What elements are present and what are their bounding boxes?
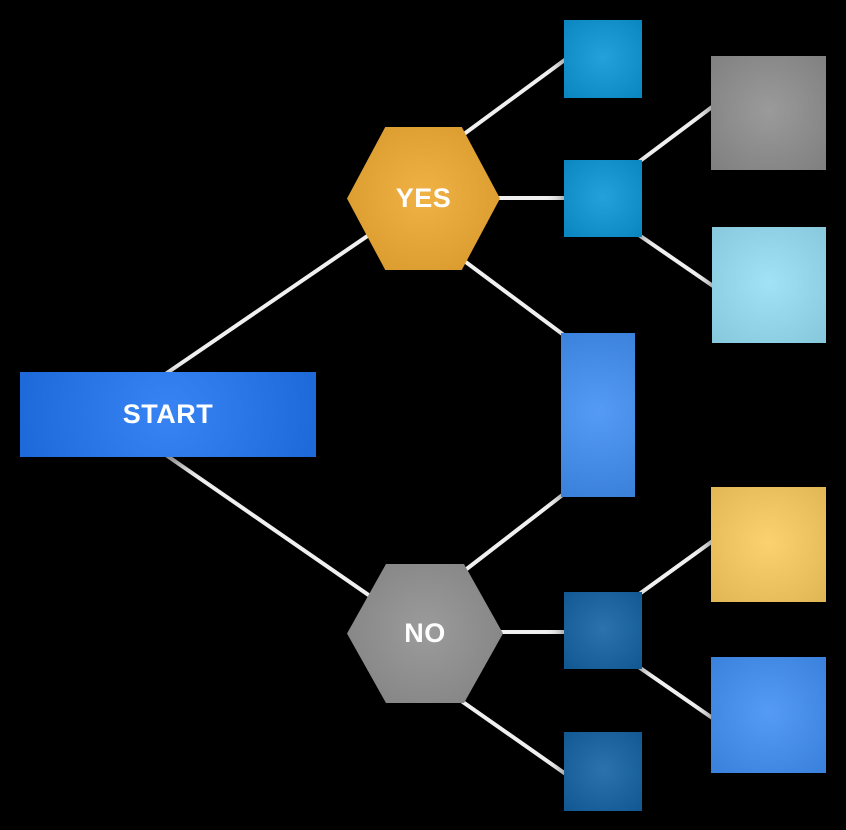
node-box-tall-blue <box>561 333 635 497</box>
node-box-yellow <box>711 487 826 602</box>
start-label: START <box>122 399 214 429</box>
node-box-darkblue-bot <box>564 732 642 811</box>
node-box-cyan-top <box>564 20 642 98</box>
no-hexagon-label: NO <box>404 618 446 648</box>
node-box-blue <box>711 657 826 773</box>
node-box-darkblue-mid <box>564 592 642 669</box>
node-box-gray <box>711 56 826 170</box>
node-box-lightblue <box>712 227 826 343</box>
node-start: START <box>20 372 316 457</box>
node-box-cyan-mid <box>564 160 642 237</box>
yes-hexagon-label: YES <box>395 183 452 213</box>
node-no-hexagon: NO <box>347 564 503 703</box>
